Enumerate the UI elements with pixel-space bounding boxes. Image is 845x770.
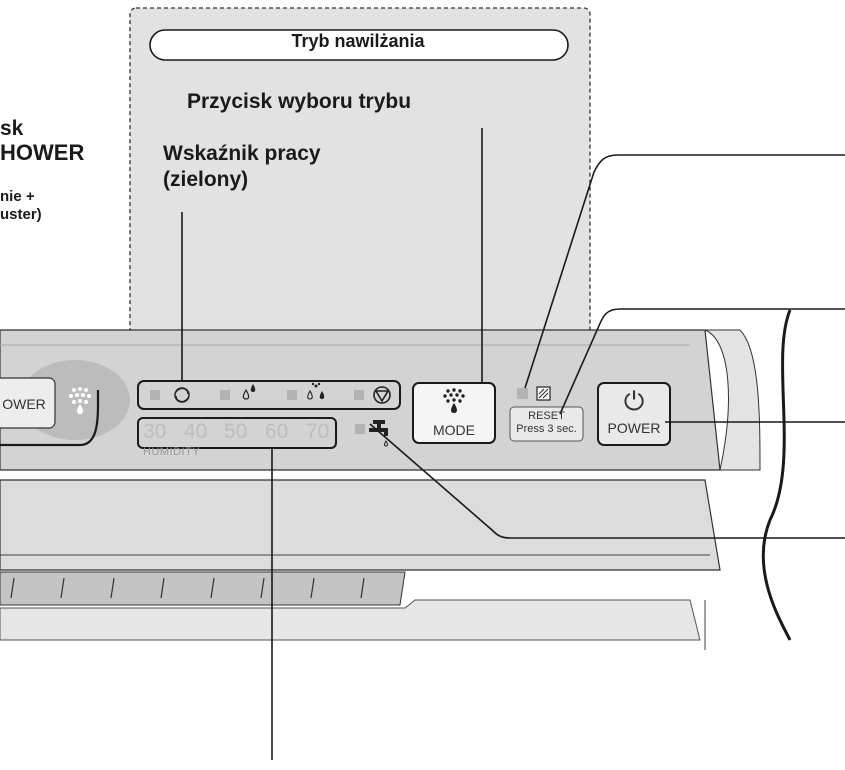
reset-button[interactable] (509, 406, 584, 442)
work-indicator-label: Wskaźnik pracy (163, 142, 321, 165)
shower-icon (69, 387, 91, 414)
shower-button-frame (0, 390, 100, 447)
mode-shower-icon (443, 388, 465, 413)
mode-title-pill (149, 29, 569, 61)
humidity-value-30: 30 (143, 420, 167, 443)
vent-strip (0, 571, 406, 606)
left-heading-line2: HOWER (0, 140, 85, 165)
indicator-lamp-4 (354, 390, 364, 400)
leader-reset-button (559, 308, 845, 415)
humidity-display-frame (137, 417, 337, 449)
filter-icon (373, 386, 391, 404)
casing-outline (761, 309, 792, 641)
power-icon: ⏻ (623, 386, 645, 416)
power-button-text: POWER (607, 420, 661, 436)
indicator-lamp-1 (150, 390, 160, 400)
left-sub-line1: nie + (0, 188, 35, 205)
reset-lamp (517, 388, 528, 399)
leader-water-lamp (369, 423, 845, 539)
filter-reset-icon (536, 386, 551, 401)
left-sub-line2: uster) (0, 206, 42, 223)
reset-hint: Press 3 sec. (516, 423, 577, 435)
drops-icon (307, 382, 325, 400)
water-lamp (355, 424, 365, 434)
humidity-label: HUMIDITY (143, 446, 201, 458)
humidity-value-70: 70 (306, 420, 330, 443)
reset-label: RESET (528, 410, 565, 422)
swirl-icon (174, 387, 190, 403)
mode-title: Tryb nawilżania (291, 31, 425, 51)
casing-right (704, 329, 761, 471)
power-left-label: OWER (2, 396, 46, 412)
power-button[interactable] (597, 382, 671, 446)
vent-strip-right (0, 599, 701, 641)
mode-button-label: Przycisk wyboru trybu (187, 90, 412, 113)
power-left-button[interactable] (0, 377, 56, 429)
leader-reset-lamp (524, 154, 845, 389)
humidity-value-50: 50 (224, 420, 248, 443)
mode-button-text: MODE (433, 422, 475, 438)
drop-icon (242, 384, 256, 400)
humidity-value-60: 60 (265, 420, 289, 443)
work-indicator-color-label: (zielony) (163, 168, 249, 191)
panel-front (0, 479, 721, 571)
left-heading-line1: sk (0, 117, 24, 140)
indicator-lamp-3 (287, 390, 297, 400)
work-indicator-frame (137, 380, 401, 410)
indicator-lamp-2 (220, 390, 230, 400)
humidity-value-40: 40 (184, 420, 208, 443)
